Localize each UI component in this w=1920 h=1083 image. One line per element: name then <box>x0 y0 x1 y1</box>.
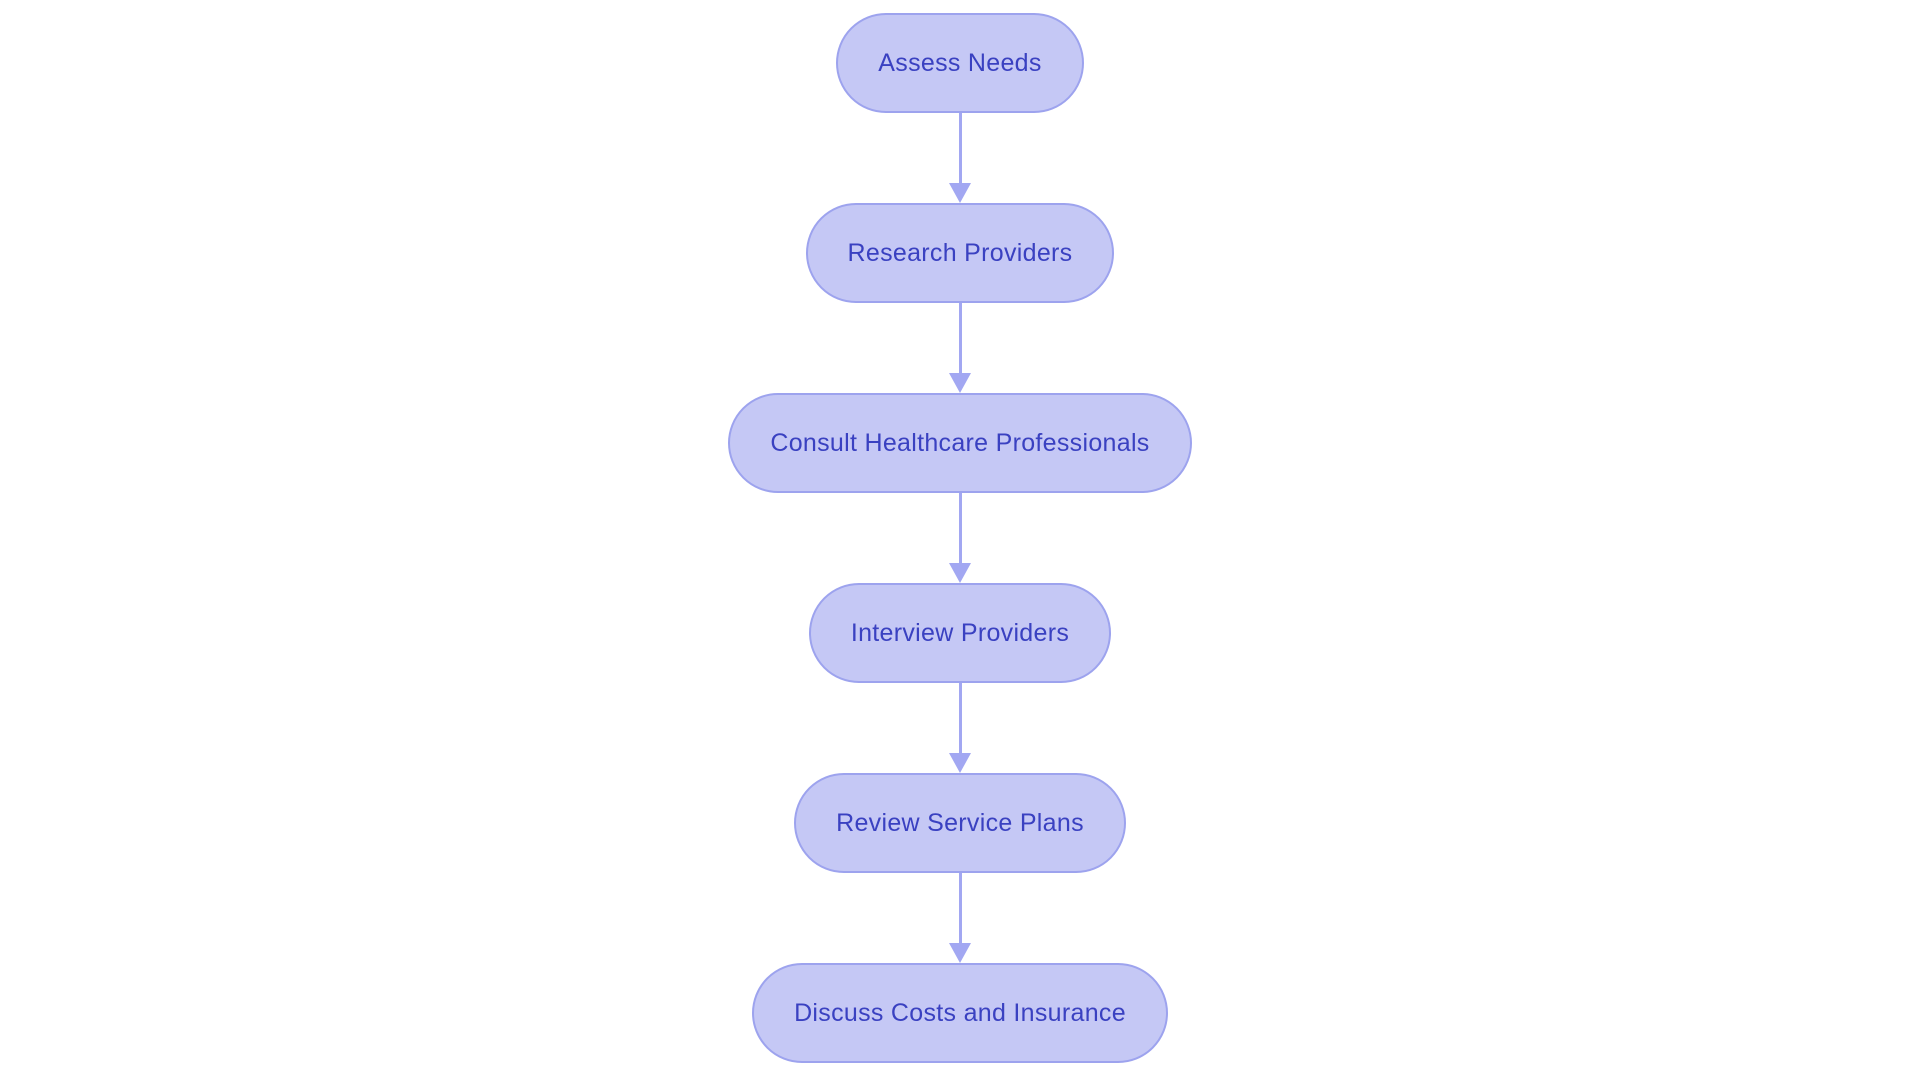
flow-node-research-providers: Research Providers <box>805 203 1115 303</box>
flow-node-review-service-plans: Review Service Plans <box>794 773 1126 873</box>
flow-node-consult-healthcare-professionals: Consult Healthcare Professionals <box>728 393 1192 493</box>
arrow-down-icon <box>949 753 971 773</box>
flow-node-interview-providers: Interview Providers <box>808 583 1112 683</box>
arrow-down-icon <box>949 183 971 203</box>
arrow-down-icon <box>949 563 971 583</box>
arrow-shaft <box>958 303 962 374</box>
flow-node-assess-needs: Assess Needs <box>836 13 1084 113</box>
flow-connector-1 <box>949 113 971 203</box>
arrow-shaft <box>958 113 962 184</box>
arrow-down-icon <box>949 373 971 393</box>
flow-connector-3 <box>949 493 971 583</box>
arrow-shaft <box>958 493 962 564</box>
flow-connector-2 <box>949 303 971 393</box>
arrow-down-icon <box>949 943 971 963</box>
flow-connector-4 <box>949 683 971 773</box>
arrow-shaft <box>958 683 962 754</box>
flow-node-discuss-costs-and-insurance: Discuss Costs and Insurance <box>752 963 1168 1063</box>
flowchart: Assess Needs Research Providers Consult … <box>0 13 1920 1063</box>
arrow-shaft <box>958 873 962 944</box>
flow-connector-5 <box>949 873 971 963</box>
